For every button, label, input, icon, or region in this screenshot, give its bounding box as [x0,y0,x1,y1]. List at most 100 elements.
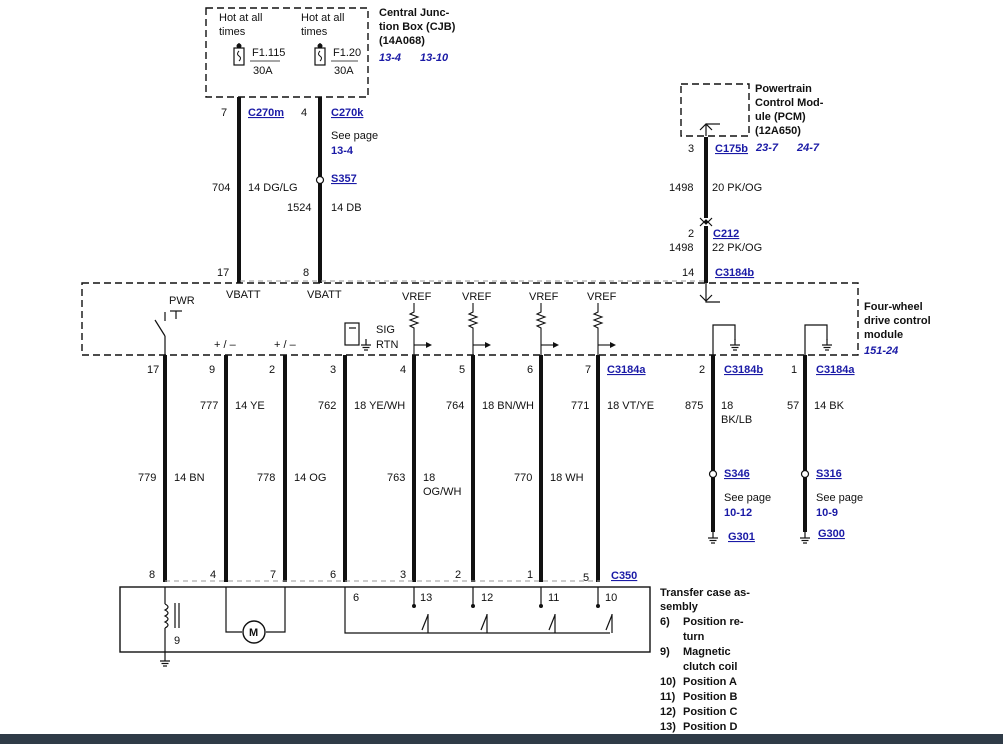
pin-number: 2 [699,364,705,376]
pin-number: 9 [174,635,180,647]
legend-text: Magnetic [683,646,731,658]
legend-number: 13) [660,721,676,733]
module-title: module [864,329,903,341]
pin-number: 13 [420,592,432,604]
legend-text: Position A [683,676,737,688]
connector-c3184a[interactable]: C3184a [607,364,646,376]
connector-c350[interactable]: C350 [611,570,637,582]
connector-c212[interactable]: C212 [713,228,739,240]
connector-c3184b[interactable]: C3184b [724,364,763,376]
wire-color: 18 WH [550,472,584,484]
connector-c3184a[interactable]: C3184a [816,364,855,376]
footer-bar [0,734,1003,744]
rtn-label: RTN [376,339,398,351]
splice-s357[interactable]: S357 [331,173,357,185]
legend-text: Position B [683,691,737,703]
pin-number: 6 [527,364,533,376]
pin-number: 4 [210,569,216,581]
see-page-ref[interactable]: 13-4 [331,145,354,157]
cjb-title: tion Box (CJB) [379,21,456,33]
legend-text: clutch coil [683,661,737,673]
fuse-rating: 30A [253,65,273,77]
wire-color: 14 OG [294,472,326,484]
pin-number: 8 [149,569,155,581]
wire-color: OG/WH [423,486,462,498]
connector-c270m[interactable]: C270m [248,107,284,119]
wire-color: 14 DB [331,202,362,214]
pcm-title: Powertrain [755,83,812,95]
fuse-id: F1.20 [333,47,361,59]
pin-number: 12 [481,592,493,604]
motor-polarity-label: + / – [214,339,237,351]
pwr-label: PWR [169,295,195,307]
pin-number: 3 [688,143,694,155]
circuit-number: 704 [212,182,230,194]
wire-color: 14 BN [174,472,205,484]
ground-wires [707,355,811,544]
circuit-number: 762 [318,400,336,412]
pin-number: 8 [303,267,309,279]
sig-label: SIG [376,324,395,336]
pin-number: 5 [583,572,589,584]
wire-color: 18 VT/YE [607,400,654,412]
pcm-page-ref[interactable]: 24-7 [796,142,820,154]
legend-number: 10) [660,676,676,688]
legend-text: Position re- [683,616,744,628]
lower-harness [163,355,600,582]
wire-color: 18 [721,400,733,412]
connector-c270k[interactable]: C270k [331,107,364,119]
wire-color: 14 YE [235,400,265,412]
cjb-page-ref[interactable]: 13-4 [379,52,401,64]
wire-color: 18 BN/WH [482,400,534,412]
see-page-label: See page [724,492,771,504]
vbatt-label: VBATT [226,289,261,301]
wire-1524 [315,97,325,283]
splice-s346[interactable]: S346 [724,468,750,480]
legend-number: 11) [660,691,676,703]
pin-number: 2 [455,569,461,581]
pin-number: 14 [682,267,694,279]
circuit-number: 1524 [287,202,311,214]
vref-label: VREF [587,291,617,303]
motor-polarity-label: + / – [274,339,297,351]
see-page-ref[interactable]: 10-9 [816,507,838,519]
pin-number: 7 [585,364,591,376]
pcm-box [680,83,750,137]
connector-c175b[interactable]: C175b [715,143,748,155]
circuit-number: 875 [685,400,703,412]
pin-number: 4 [301,107,307,119]
module-title: drive control [864,315,931,327]
vref-label: VREF [402,291,432,303]
wire-color: 14 DG/LG [248,182,298,194]
cjb-page-ref[interactable]: 13-10 [420,52,449,64]
ground-g301[interactable]: G301 [728,531,755,543]
transfer-case-title: Transfer case as- [660,587,750,599]
ground-g300[interactable]: G300 [818,528,845,540]
pin-number: 7 [270,569,276,581]
circuit-number: 779 [138,472,156,484]
pin-number: 1 [791,364,797,376]
pin-number: 5 [459,364,465,376]
legend-text: turn [683,631,705,643]
legend-number: 12) [660,706,676,718]
pin-number: 3 [330,364,336,376]
pcm-part-number: (12A650) [755,125,801,137]
legend-text: Position C [683,706,737,718]
pin-number: 17 [147,364,159,376]
circuit-number: 778 [257,472,275,484]
four-wheel-drive-control-module [81,280,859,356]
vref-label: VREF [529,291,559,303]
splice-s316[interactable]: S316 [816,468,842,480]
hot-at-all-times-label: times [301,26,328,38]
central-junction-box: Hot at all times Hot at all times F1.115… [205,7,369,98]
pin-number: 1 [527,569,533,581]
pcm-page-ref[interactable]: 23-7 [755,142,779,154]
see-page-ref[interactable]: 10-12 [724,507,752,519]
connector-c3184b[interactable]: C3184b [715,267,754,279]
hot-at-all-times-label: Hot at all [219,12,262,24]
module-page-ref[interactable]: 151-24 [864,345,898,357]
legend-text: Position D [683,721,737,733]
vbatt-label: VBATT [307,289,342,301]
pin-number: 6 [353,592,359,604]
cjb-part-number: (14A068) [379,35,425,47]
